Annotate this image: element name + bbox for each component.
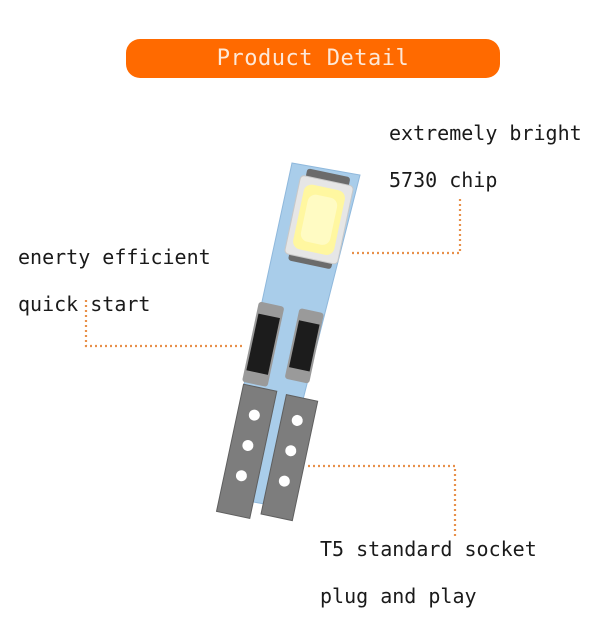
callout-chip-line1: extremely bright bbox=[389, 121, 582, 145]
leader-line-resistors bbox=[84, 300, 242, 348]
callout-chip-line2: 5730 chip bbox=[389, 168, 498, 192]
led-chip-5730 bbox=[284, 168, 354, 269]
contact-pin-left bbox=[215, 383, 278, 520]
callout-efficiency-line2: quick start bbox=[18, 292, 151, 316]
banner-title: Product Detail bbox=[216, 46, 410, 71]
leader-line-socket bbox=[308, 464, 457, 537]
contact-pin-right bbox=[260, 394, 319, 522]
callout-socket-line2: plug and play bbox=[320, 584, 477, 608]
callout-efficiency-line1: enerty efficient bbox=[18, 245, 211, 269]
leader-lines bbox=[84, 198, 462, 537]
resistor-right bbox=[285, 308, 324, 384]
callout-socket-line1: T5 standard socket bbox=[320, 537, 537, 561]
product-detail-banner: Product Detail bbox=[126, 39, 500, 78]
pcb-board bbox=[215, 162, 361, 522]
resistor-left bbox=[242, 301, 284, 387]
leader-line-chip bbox=[352, 198, 462, 255]
